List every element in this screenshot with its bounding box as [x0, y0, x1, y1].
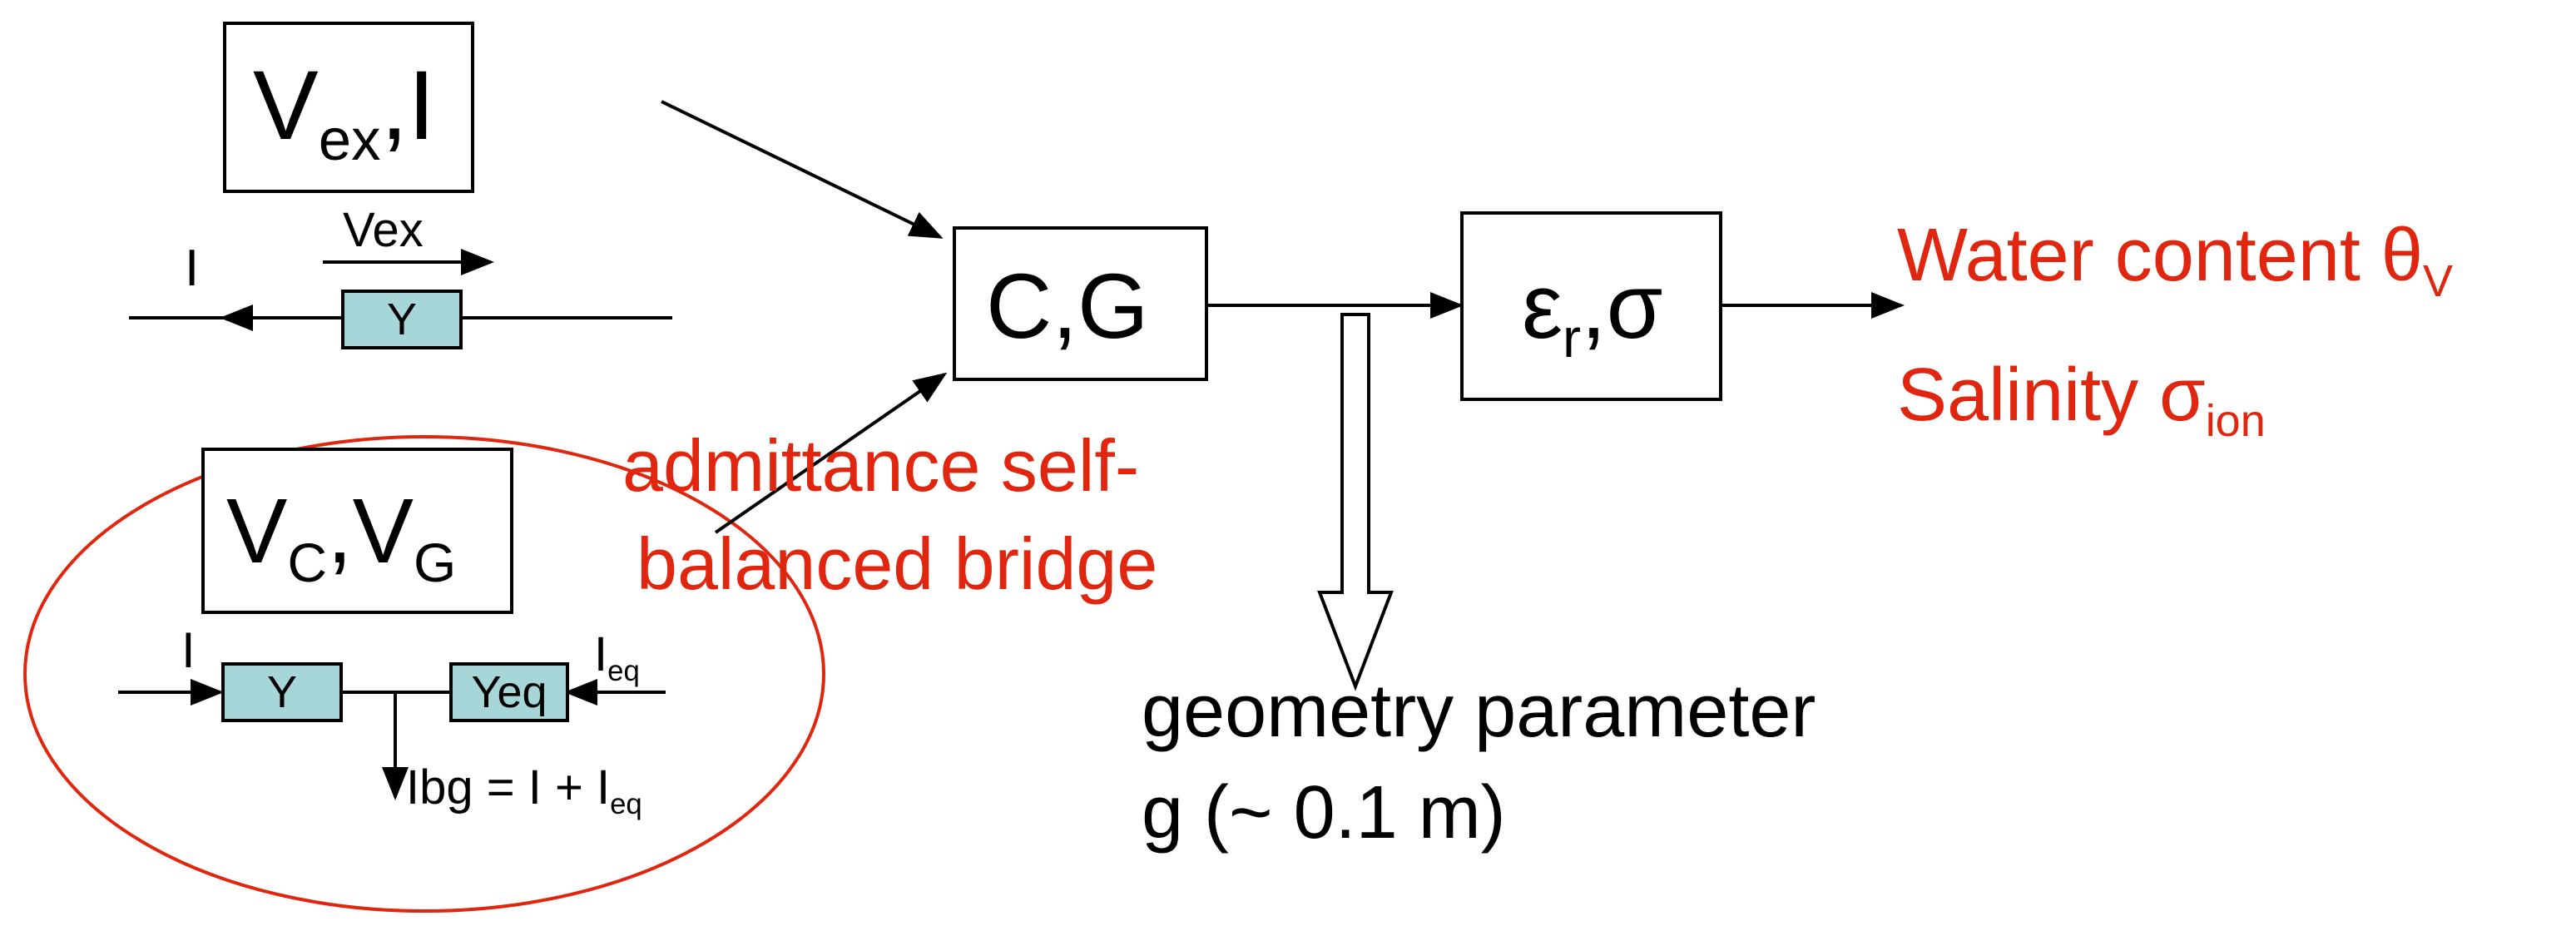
excitation-block-tail: ,I [380, 51, 436, 161]
water-content-text: Water content θ [1897, 214, 2423, 297]
ieq-label-main: I [594, 627, 608, 681]
bridge-block-mid: ,V [327, 480, 414, 582]
bridge-block-sub1: C [287, 532, 328, 594]
excitation-block-v: V [253, 51, 319, 161]
arrow-bridge-to-cg [714, 372, 948, 534]
eps-block: εr,σ [1460, 211, 1722, 401]
geometry-label-line2: g (~ 0.1 m) [1142, 771, 1506, 854]
ieq-label: Ieq [594, 631, 640, 686]
geometry-hollow-arrow [1317, 313, 1394, 691]
cg-block: C,G [953, 226, 1208, 381]
cg-block-text: C,G [986, 255, 1149, 358]
top-current-label: I [185, 240, 200, 297]
top-component-y: Y [341, 290, 463, 349]
bridge-label-line1: admittance self- [622, 424, 1140, 507]
salinity-sub: ion [2205, 395, 2266, 446]
bottom-component-yeq: Yeq [449, 662, 569, 722]
excitation-block: Vex,I [223, 22, 474, 193]
bottom-current-label: I [181, 622, 196, 678]
bridge-block-sub2: G [413, 532, 457, 594]
eps-block-tail: ,σ [1581, 255, 1663, 358]
salinity-text: Salinity σ [1897, 354, 2206, 437]
bridge-highlight-ellipse [23, 435, 825, 913]
bridge-label-line2: balanced bridge [637, 522, 1158, 605]
eps-block-sub: r [1563, 307, 1582, 369]
bridge-block-v1: V [226, 480, 288, 582]
eps-block-eps: ε [1522, 255, 1563, 358]
arrow-excitation-to-cg [661, 100, 944, 239]
excitation-block-sub: ex [318, 106, 381, 173]
geometry-label-line1: geometry parameter [1142, 670, 1816, 753]
ibg-label: Ibg = I + Ieq [406, 764, 642, 820]
vex-label: Vex [343, 203, 424, 257]
water-content-label: Water content θV [1897, 218, 2453, 304]
ibg-label-main: Ibg = I + I [406, 760, 611, 815]
ieq-label-sub: eq [607, 655, 640, 688]
ibg-label-sub: eq [610, 788, 642, 821]
bottom-component-y: Y [221, 662, 343, 722]
salinity-label: Salinity σion [1897, 358, 2266, 443]
bridge-block: VC,VG [201, 448, 513, 614]
water-content-sub: V [2422, 255, 2454, 306]
